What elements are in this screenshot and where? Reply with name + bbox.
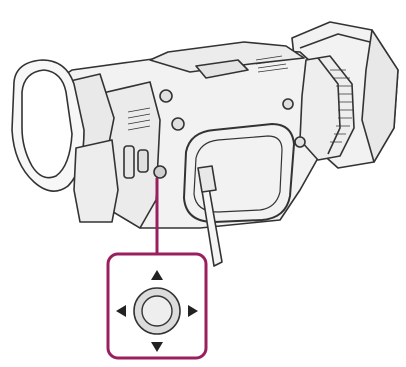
eyecup-inner — [22, 70, 72, 178]
side-switch — [138, 150, 148, 172]
multi-selector-button — [154, 166, 166, 178]
front-button-1 — [283, 99, 293, 109]
side-button-2 — [172, 118, 184, 130]
side-button-1 — [160, 90, 172, 102]
side-port — [124, 146, 134, 178]
strap-buckle — [198, 166, 216, 192]
battery-block — [74, 140, 118, 222]
multi-selector-center — [142, 296, 172, 326]
camcorder-illustration — [12, 22, 398, 266]
front-button-2 — [295, 137, 305, 147]
